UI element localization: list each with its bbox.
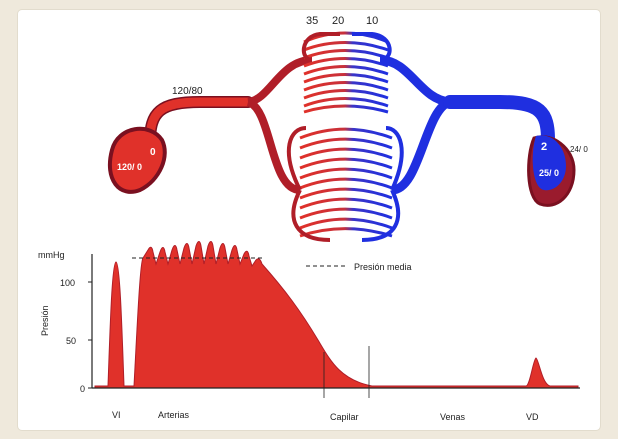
right-heart-side-label: 24/ 0 bbox=[570, 145, 588, 154]
vein-upper bbox=[380, 60, 450, 102]
right-heart-pressure: 25/ 0 bbox=[539, 168, 559, 178]
capillary-bed-lower bbox=[300, 129, 392, 236]
vessel-network bbox=[150, 33, 548, 240]
x-label-venas: Venas bbox=[440, 412, 466, 422]
legend-label: Presión media bbox=[354, 262, 412, 272]
right-heart: 2 25/ 0 bbox=[529, 135, 574, 205]
pressure-chart: Presión media mmHg 100 50 0 Presión VI A… bbox=[38, 242, 580, 423]
capillary-label-2: 10 bbox=[366, 15, 378, 27]
pressure-curve bbox=[95, 242, 578, 389]
right-heart-inner-value: 2 bbox=[541, 141, 547, 153]
y-tick-label-100: 100 bbox=[60, 278, 75, 288]
capillary-label-0: 35 bbox=[306, 15, 318, 27]
artery-upper bbox=[248, 60, 312, 102]
left-heart-inner-value: 0 bbox=[150, 147, 156, 158]
x-label-capilar: Capilar bbox=[330, 412, 359, 422]
x-label-vi: VI bbox=[112, 410, 121, 420]
left-heart-pressure: 120/ 0 bbox=[117, 162, 142, 172]
arterial-pressure-label: 120/80 bbox=[172, 86, 203, 97]
capillary-bed-upper bbox=[304, 33, 388, 112]
y-tick-label-0: 0 bbox=[80, 384, 85, 394]
y-axis-title: Presión bbox=[40, 305, 50, 336]
left-heart: 0 120/ 0 bbox=[110, 129, 165, 192]
x-label-arterias: Arterias bbox=[158, 410, 190, 420]
y-unit-label: mmHg bbox=[38, 250, 65, 260]
x-label-vd: VD bbox=[526, 412, 539, 422]
vena-cava bbox=[450, 102, 548, 140]
y-tick-label-50: 50 bbox=[66, 336, 76, 346]
capillary-label-1: 20 bbox=[332, 15, 344, 27]
